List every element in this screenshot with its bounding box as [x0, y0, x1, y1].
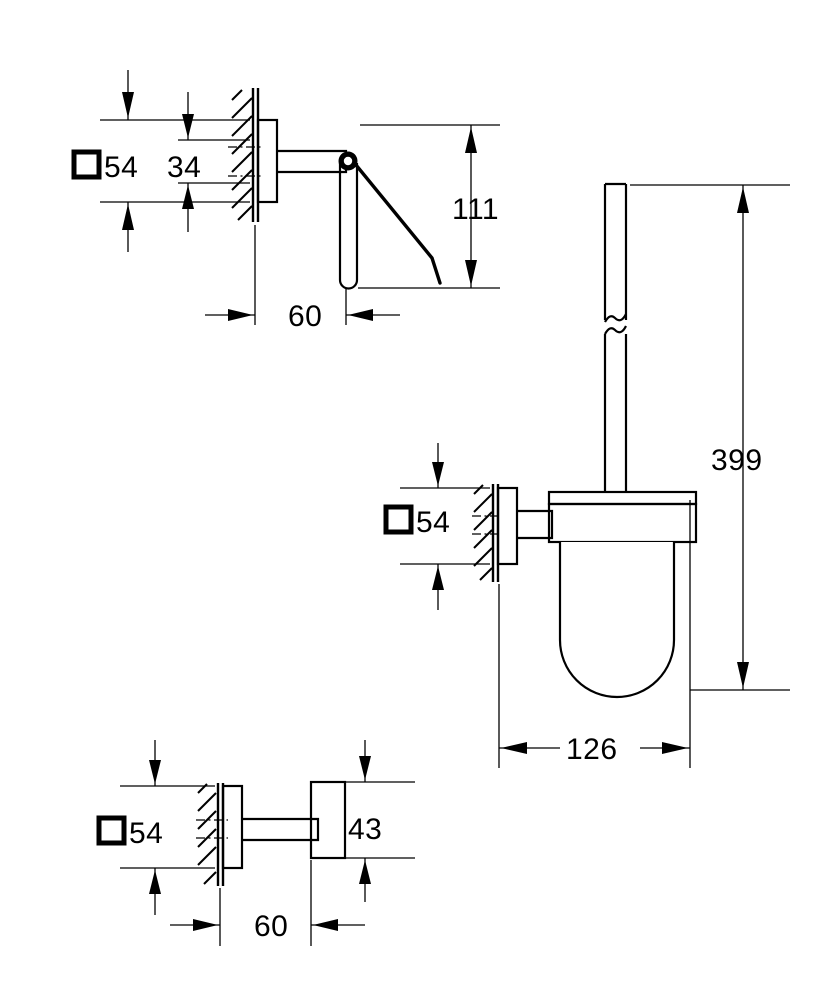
brush-holder-collar: [547, 502, 698, 544]
brush-holder-rim-top: [547, 490, 698, 506]
wall-symbol-robe-hook: [197, 783, 225, 886]
view-robe-hook: 54 43 60: [96, 740, 415, 946]
robe-hook-block: [309, 780, 347, 860]
label-ph-34: 34: [167, 151, 201, 184]
square-symbol-icon: [71, 149, 102, 180]
label-rh-54-square: [96, 815, 127, 846]
dimension-ph-34: [178, 92, 250, 232]
label-rh-43: 43: [348, 813, 382, 846]
dimension-bh-54: [400, 443, 490, 610]
break-symbol-lower: [604, 325, 627, 335]
view-brush-holder: 54 399 126: [383, 182, 790, 768]
label-ph-54-square: [71, 149, 102, 180]
dimension-ph-60: [205, 225, 400, 325]
brush-holder-glass: [558, 542, 676, 699]
dimension-rh-43: [330, 740, 415, 902]
dimension-bh-399: [630, 184, 790, 691]
label-ph-60: 60: [288, 300, 322, 333]
break-symbol-upper: [604, 313, 627, 323]
dimension-rh-60: [170, 860, 365, 946]
paper-holder-pivot-inner: [343, 156, 353, 166]
paper-holder-arm: [277, 149, 348, 174]
square-symbol-icon: [383, 504, 414, 535]
label-bh-399: 399: [711, 444, 763, 477]
label-bh-126: 126: [566, 733, 618, 766]
brush-handle: [603, 182, 628, 492]
dimension-rh-54: [120, 740, 215, 915]
label-rh-60: 60: [254, 910, 288, 943]
robe-hook-arm: [242, 817, 320, 842]
label-bh-54-square: [383, 504, 414, 535]
dimension-bh-126: [498, 500, 691, 768]
robe-hook-wall-plate: [221, 784, 244, 870]
paper-holder-cover-flap: [354, 163, 442, 285]
brush-holder-wall-plate: [496, 486, 519, 566]
square-symbol-icon: [96, 815, 127, 846]
label-rh-54: 54: [129, 817, 163, 850]
label-ph-54: 54: [104, 151, 138, 184]
wall-symbol-brush-holder: [473, 484, 500, 582]
paper-holder-wall-plate: [256, 118, 279, 204]
paper-holder-roll-bar: [338, 163, 359, 290]
label-bh-54: 54: [416, 506, 450, 539]
dimension-ph-111: [358, 124, 500, 289]
view-paper-holder: 54 34 111 60: [71, 70, 500, 333]
dimension-ph-54: [100, 70, 250, 252]
label-ph-111: 111: [452, 193, 499, 226]
brush-holder-arm: [517, 509, 554, 540]
